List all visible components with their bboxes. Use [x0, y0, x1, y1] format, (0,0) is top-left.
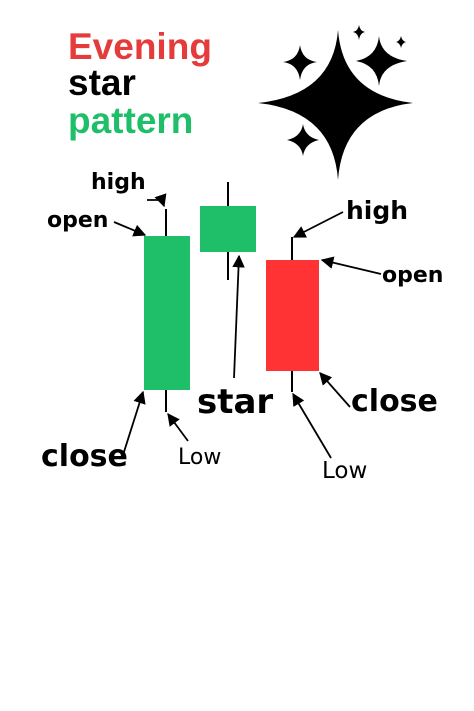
arrow-c1-low	[167, 412, 189, 442]
candle-bullish	[144, 209, 190, 412]
arrow-c1-high	[147, 193, 167, 208]
sparkle-small-icon	[396, 36, 406, 48]
candle-star-body	[200, 206, 256, 252]
label-c1-close: close	[41, 439, 128, 474]
candle-bearish-body	[266, 260, 319, 371]
arrow-star	[232, 254, 245, 379]
sparkle-small-icon	[283, 45, 317, 80]
label-c1-low: Low	[178, 445, 222, 470]
arrow-c3-open	[320, 256, 382, 275]
sparkle-small-icon	[353, 25, 365, 40]
title-line-pattern: pattern	[68, 100, 194, 141]
arrow-c1-open	[113, 221, 147, 237]
label-star: star	[197, 382, 274, 422]
sparkle-group	[258, 25, 413, 180]
candle-star	[200, 182, 256, 280]
label-c3-close: close	[351, 384, 438, 419]
label-c1-open: open	[47, 208, 109, 233]
label-c1-high: high	[91, 170, 146, 195]
arrow-c3-low	[292, 392, 332, 459]
label-c3-open: open	[382, 263, 444, 288]
candle-bearish	[266, 237, 319, 392]
annotation-arrows	[113, 193, 382, 459]
arrow-c1-close	[122, 390, 146, 456]
sparkle-large-icon	[258, 30, 413, 180]
sparkle-medium-icon	[356, 36, 407, 86]
label-c3-low: Low	[322, 458, 368, 484]
arrow-c3-close	[319, 372, 351, 408]
title-line-evening: Evening	[68, 26, 212, 67]
arrow-c3-high	[292, 211, 344, 238]
label-c3-high: high	[346, 196, 409, 225]
candle-bullish-body	[144, 236, 190, 390]
sparkle-small-icon	[287, 124, 319, 156]
title-line-star: star	[68, 62, 136, 103]
